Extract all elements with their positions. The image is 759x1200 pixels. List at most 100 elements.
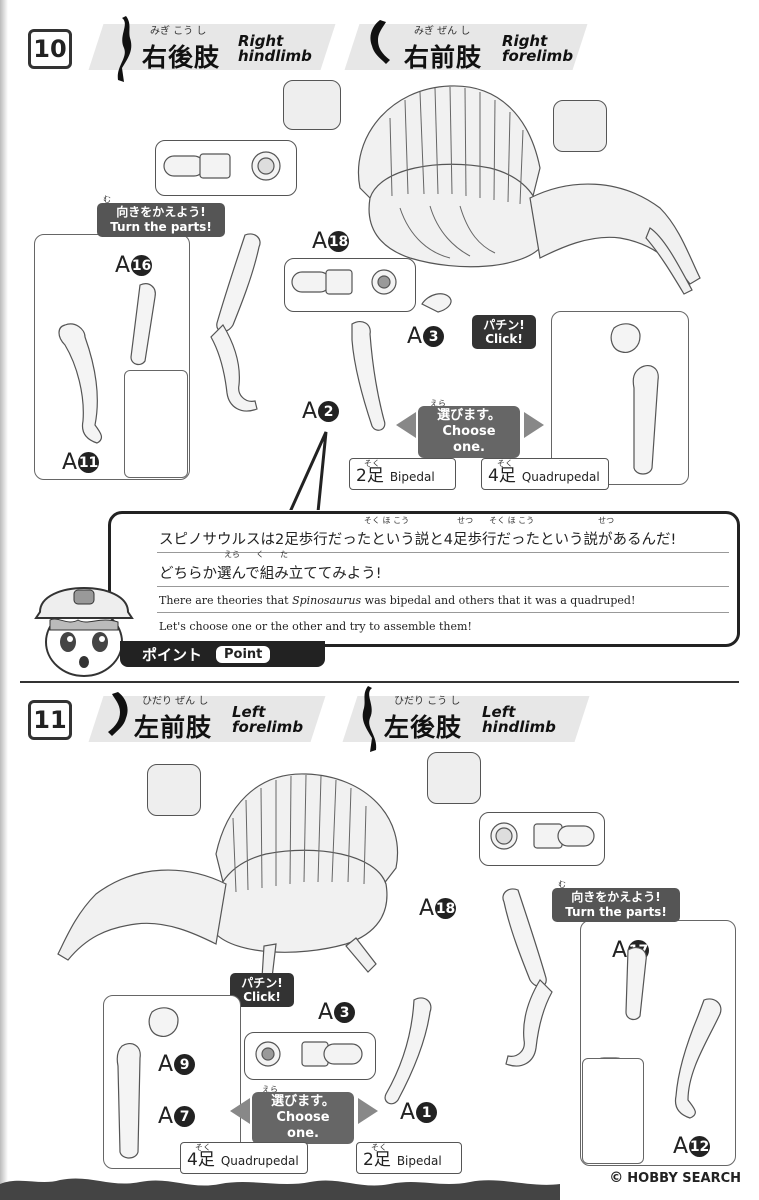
part-prefix: A [419,896,435,921]
option-bipedal[interactable]: 2足 Bipedal [356,1142,462,1174]
click-tag-jp: パチン! [241,976,283,990]
title-en-right-forelimb: Right forelimb [502,32,574,65]
part-number: 7 [174,1106,196,1127]
part-prefix: A [302,399,318,424]
choose-arrows [396,412,544,438]
explorer-boy-character [34,587,134,677]
point-box: スピノサウルスは2足歩行だったという説と4足歩行だったという説があるんだ! どち… [108,511,740,647]
section-divider [20,681,739,683]
option-ruby: そく [364,459,380,468]
turn-parts-tag-en: Turn the parts! [110,220,212,234]
callout-socket-hip [427,752,481,804]
title-ruby: みぎ こう し [150,26,207,37]
choose-tag-jp: 選びます。 [437,408,501,423]
point-line-jp-1: スピノサウルスは2足歩行だったという説と4足歩行だったという説があるんだ! [159,532,677,548]
turn-parts-ruby: む [558,880,566,889]
part-prefix: A [673,1134,689,1159]
callout-socket-shoulder [147,764,201,816]
choose-arrows [230,1098,378,1124]
step-number-11: 11 [28,700,72,740]
spinosaurus-skeleton-illustration [57,773,398,979]
option-big: 2足 [356,466,384,486]
option-big: 4足 [488,466,516,486]
part-prefix: A [158,1052,174,1077]
hindlimb-icon [362,686,377,752]
choose-tag-en: Choose one. [442,424,496,455]
speech-pointer [287,431,334,514]
turn-parts-tag-jp: 向きをかえよう! [116,205,206,219]
quadrupedal-bones-illustration [610,323,659,475]
part-prefix: A [62,450,78,475]
hobby-search-watermark: © HOBBY SEARCH [609,1170,741,1186]
hindlimb-icon [117,16,132,82]
option-quadrupedal[interactable]: 4足 Quadrupedal [481,458,609,490]
inset-bracket [124,370,188,478]
peg-part-illustration-2 [291,269,397,295]
title-jp-right-forelimb: 右前肢 [404,43,483,72]
part-prefix: A [612,938,628,963]
option-ruby: そく [497,459,513,468]
option-ruby: そく [195,1143,211,1152]
title-jp-right-hindlimb: 右後肢 [142,43,221,72]
turn-parts-tag: 向きをかえよう! Turn the parts! [552,888,680,922]
point-rule [157,586,729,587]
part-number: 3 [423,326,445,347]
point-tag-en: Point [216,645,271,663]
rock-ground-decoration [0,1178,560,1200]
title-ruby: みぎ ぜん し [414,26,471,37]
title-en-left-hindlimb: Left hindlimb [482,703,556,736]
title-ruby: ひだり こう し [394,696,461,707]
turn-parts-tag-jp: 向きをかえよう! [571,890,661,904]
copyright-mark: © [609,1170,624,1186]
choose-tag-jp: 選びます。 [271,1094,335,1109]
choose-tag-en: Choose one. [276,1110,330,1141]
option-small: Bipedal [389,470,435,484]
point-line1-ruby: そく ほ こう せつ そく ほ こう せつ [364,516,615,525]
part-number: 1 [416,1102,438,1123]
part-number: 16 [131,255,153,276]
click-tag-en: Click! [485,332,523,346]
click-tag: パチン! Click! [230,973,294,1007]
spinosaurus-skeleton-illustration [358,85,701,295]
part-prefix: A [158,1104,174,1129]
turn-parts-inset [34,234,190,480]
callout-socket-shoulder [553,100,607,152]
point-rule [157,552,729,553]
part-prefix: A [115,253,131,278]
part-prefix: A [312,229,328,254]
peg-part-illustration [163,151,281,181]
title-en-left-forelimb: Left forelimb [232,703,304,736]
watermark-text: HOBBY SEARCH [627,1170,741,1186]
part-prefix: A [318,1000,334,1025]
title-en-right-hindlimb: Right hindlimb [238,32,312,65]
callout-socket-top [283,80,341,130]
forelimb-bones-illustration [351,293,452,431]
point-line2-ruby: えら く た [224,550,288,559]
point-line-en-1-italic: Spinosaurus [292,594,362,607]
part-number: 2 [318,401,340,422]
turn-parts-tag: 向きをかえよう! Turn the parts! [97,203,225,237]
step-number-10: 10 [28,29,72,69]
choose-ruby: えら [262,1085,278,1094]
part-number: 11 [78,452,100,473]
peg-part-illustration [490,822,595,850]
option-big: 4足 [187,1150,215,1170]
part-prefix: A [407,324,423,349]
point-tag: ポイント Point [120,641,325,667]
quadrupedal-bones-illustration [116,1007,179,1159]
part-prefix: A [400,1100,416,1125]
click-tag: パチン! Click! [472,315,536,349]
option-quadrupedal[interactable]: 4足 Quadrupedal [180,1142,308,1174]
part-number: 12 [689,1136,711,1157]
option-small: Quadrupedal [220,1154,299,1168]
option-bipedal[interactable]: 2足 Bipedal [349,458,456,490]
turn-parts-ruby: む [103,195,111,204]
